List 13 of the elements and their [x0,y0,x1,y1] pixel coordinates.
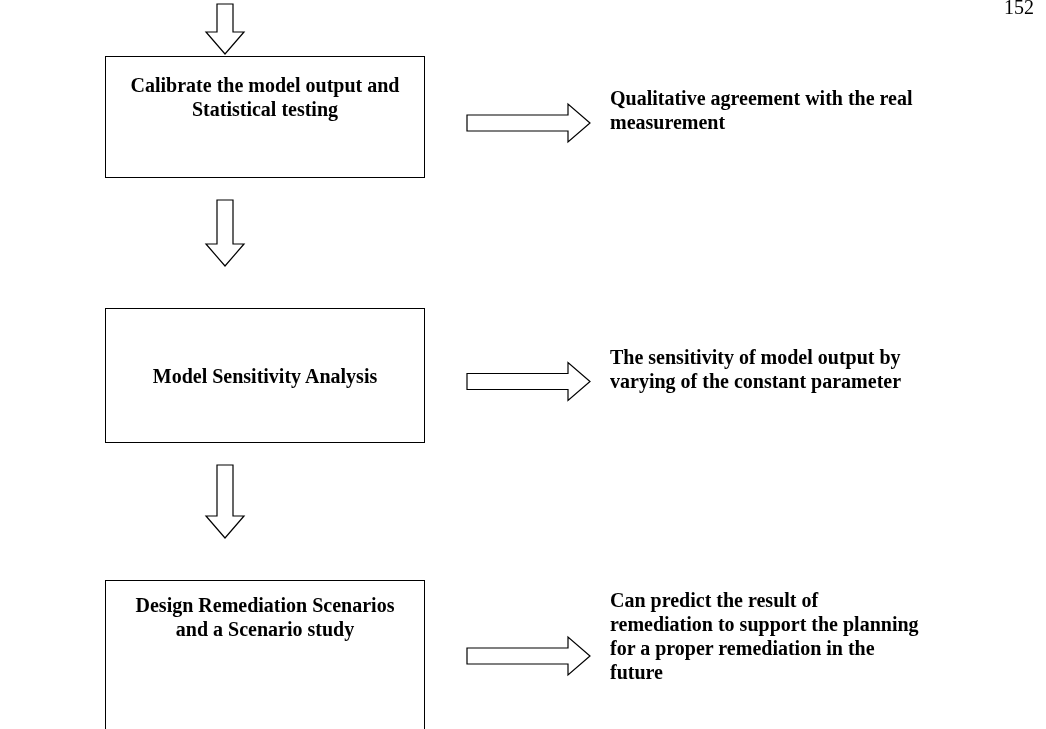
hollow-arrow [466,635,591,677]
hollow-arrow [466,361,591,402]
result-text: Can predict the result of remediation to support the planning for a proper remediation in the future [610,588,920,684]
process-box: Model Sensitivity Analysis [105,308,425,443]
result-text: The sensitivity of model output by varying of the constant parameter [610,345,910,393]
result-text: Qualitative agreement with the real measurement [610,86,950,134]
hollow-arrow [466,102,591,144]
hollow-arrow [204,464,246,539]
process-box: Design Remediation Scenarios and a Scenario study [105,580,425,729]
process-box: Calibrate the model output and Statistical testing [105,56,425,178]
hollow-arrow [204,3,246,55]
hollow-arrow [204,199,246,267]
page-number: 152 [1004,0,1034,20]
